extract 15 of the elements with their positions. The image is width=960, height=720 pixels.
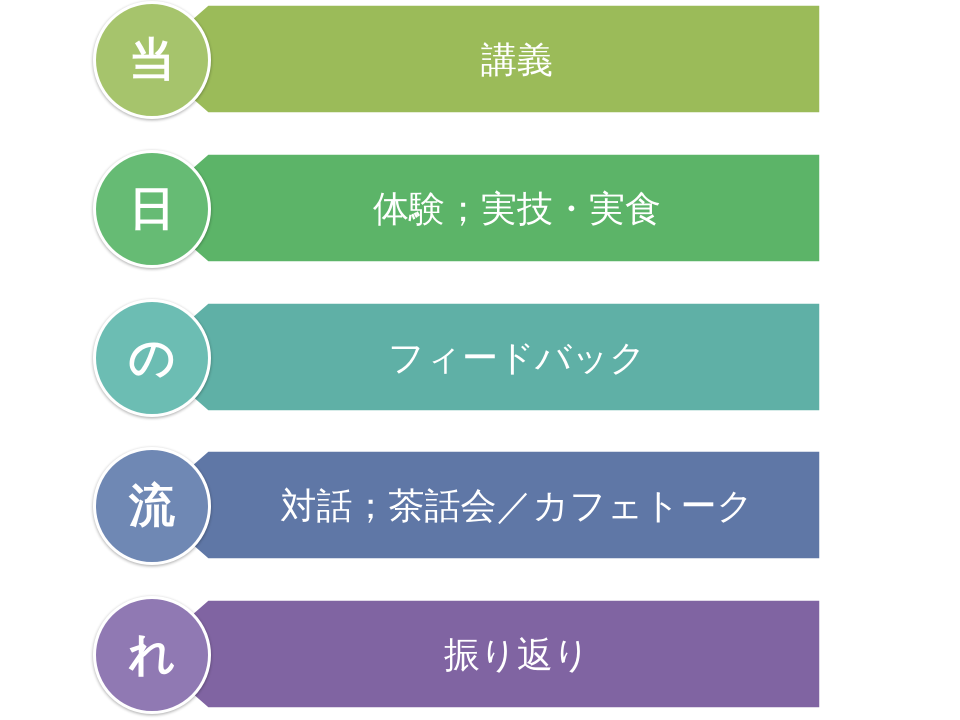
step-label: フィードバック (388, 336, 646, 380)
step-label: 対話；茶話会／カフェトーク (280, 484, 754, 528)
title-character: の (128, 329, 176, 386)
step-banner (192, 154, 822, 264)
step-label: 講義 (481, 38, 553, 82)
step-banner (192, 451, 822, 561)
title-character: 流 (129, 477, 175, 534)
step-banner (192, 303, 822, 413)
step-banner (192, 5, 822, 115)
title-character: 当 (129, 31, 175, 88)
title-character: れ (128, 626, 176, 683)
step-label: 体験；実技・実食 (373, 188, 661, 232)
title-character: 日 (129, 180, 175, 237)
step-label: 振り返り (444, 634, 590, 678)
step-banner (192, 600, 822, 710)
